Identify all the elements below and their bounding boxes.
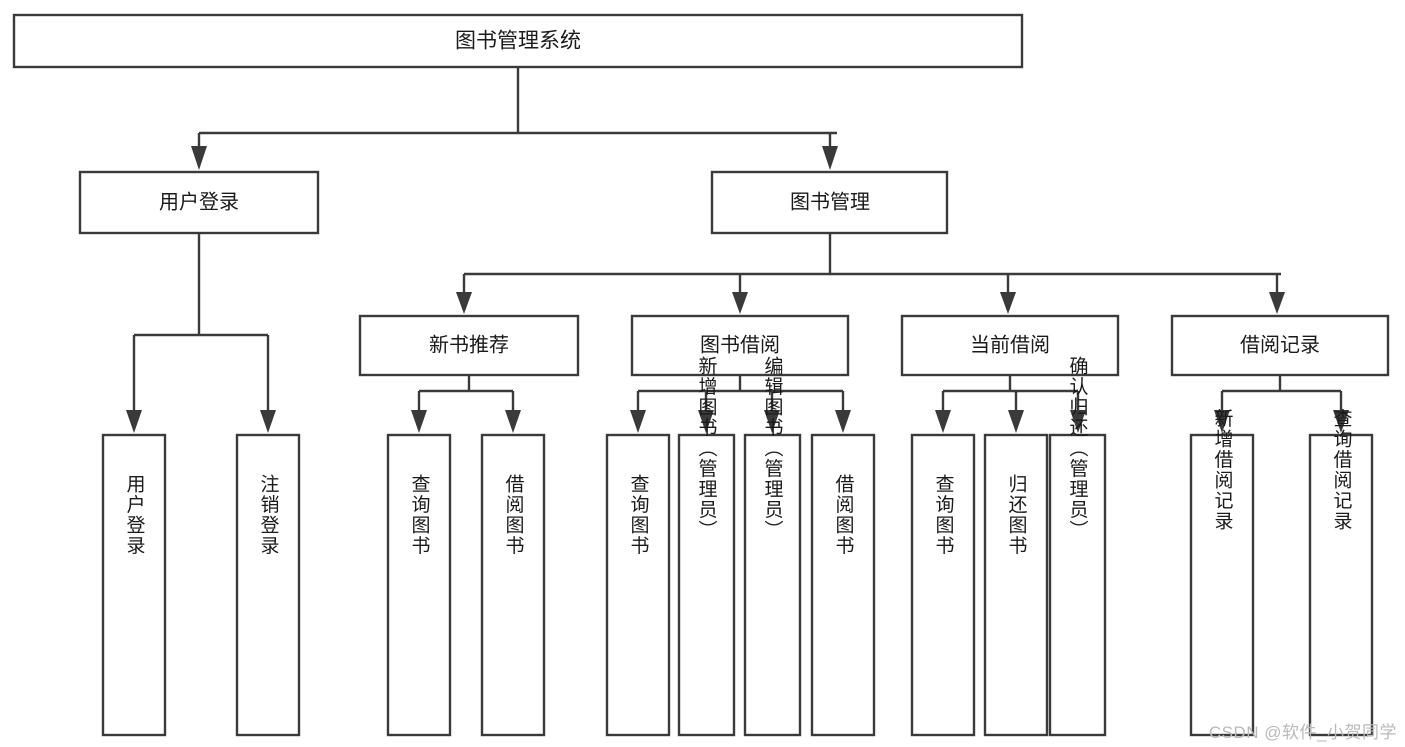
- node-user-login[interactable]: 用户登录: [78, 170, 320, 235]
- leaf-label-bb-borrow-book: 借阅图书: [833, 474, 855, 556]
- leaf-node[interactable]: 查询借阅记录: [1308, 408, 1374, 737]
- leaf-node[interactable]: 新增图书（管理员）: [677, 355, 736, 737]
- leaf-node[interactable]: 确认归还（管理员）: [1048, 355, 1107, 737]
- connector-group-user-login: [126, 233, 276, 433]
- leaf-label-cb-query-book: 查询图书: [933, 474, 955, 556]
- leaf-label-nbr-query-book: 查询图书: [409, 474, 431, 556]
- connector-group-root: [191, 67, 838, 170]
- arrow-head-cb-return: [1008, 410, 1024, 433]
- leaf-label-cb-return-book: 归还图书: [1006, 474, 1028, 556]
- node-root[interactable]: 图书管理系统: [12, 13, 1024, 69]
- leaf-label-nbr-borrow-book: 借阅图书: [503, 474, 525, 556]
- node-root-label: 图书管理系统: [455, 30, 581, 53]
- leaf-node[interactable]: 归还图书: [983, 433, 1049, 737]
- arrow-head-cb-query: [935, 410, 951, 433]
- arrow-head-borrow-record: [1269, 292, 1285, 314]
- arrow-head-nbr-query: [411, 410, 427, 433]
- leaf-box-bb-borrow-book[interactable]: [810, 433, 876, 737]
- node-borrow-record-label: 借阅记录: [1240, 333, 1320, 356]
- arrow-head-br-add: [1214, 410, 1230, 433]
- leaf-box-cb-query-book[interactable]: [910, 433, 976, 737]
- arrow-head-nbr-borrow: [505, 410, 521, 433]
- arrow-head-bb-add: [698, 410, 714, 433]
- leaf-label-user-login: 用户登录: [124, 474, 146, 556]
- connector-group-borrow-record: [1214, 375, 1349, 433]
- leaf-box-nbr-borrow-book[interactable]: [480, 433, 546, 737]
- leaf-label-br-query-record: 查询借阅记录: [1331, 408, 1353, 531]
- arrow-head-bb-query: [630, 410, 646, 433]
- node-book-borrow-box[interactable]: [630, 314, 850, 377]
- leaf-label-bb-add-book: 新增图书（管理员）: [696, 355, 718, 540]
- node-new-book-recommend-box[interactable]: [358, 314, 580, 377]
- arrow-head-leaf-user-login: [126, 410, 142, 433]
- arrow-head-user-login: [191, 146, 207, 170]
- leaf-node[interactable]: 编辑图书（管理员）: [743, 355, 802, 737]
- leaf-label-bb-query-book: 查询图书: [628, 474, 650, 556]
- connector-group-book-borrow: [630, 375, 851, 433]
- leaf-box-user-login[interactable]: [101, 433, 167, 737]
- leaf-node[interactable]: 借阅图书: [480, 433, 546, 737]
- leaf-box-cb-confirm-return[interactable]: [1048, 433, 1107, 737]
- arrow-head-br-query: [1333, 410, 1349, 433]
- leaf-label-logout: 注销登录: [258, 474, 280, 556]
- arrow-head-leaf-logout: [260, 410, 276, 433]
- leaf-node[interactable]: 新增借阅记录: [1189, 408, 1255, 737]
- connector-group-current-borrow: [935, 375, 1086, 433]
- leaf-node[interactable]: 查询图书: [605, 433, 671, 737]
- node-book-management-label: 图书管理: [790, 190, 870, 213]
- arrow-head-cb-confirm: [1070, 410, 1086, 433]
- leaf-box-br-add-record[interactable]: [1189, 433, 1255, 737]
- leaf-box-logout[interactable]: [235, 433, 301, 737]
- connector-group-book-manage: [456, 233, 1285, 314]
- leaf-box-bb-edit-book[interactable]: [743, 433, 802, 737]
- node-user-login-label: 用户登录: [159, 190, 239, 213]
- connector-group-new-book-rec: [411, 375, 521, 433]
- leaf-box-nbr-query-book[interactable]: [386, 433, 452, 737]
- node-book-management-box[interactable]: [710, 170, 949, 235]
- node-user-login-box[interactable]: [78, 170, 320, 235]
- leaf-label-cb-confirm-return: 确认归还（管理员）: [1067, 355, 1089, 540]
- arrow-head-book-manage: [822, 146, 838, 170]
- leaf-node[interactable]: 用户登录: [101, 433, 167, 737]
- leaf-label-bb-edit-book: 编辑图书（管理员）: [762, 355, 784, 540]
- node-new-book-recommend[interactable]: 新书推荐: [358, 314, 580, 377]
- leaf-box-br-query-record[interactable]: [1308, 433, 1374, 737]
- leaf-node[interactable]: 查询图书: [910, 433, 976, 737]
- arrow-head-new-book-rec: [456, 292, 472, 314]
- arrow-head-bb-borrow: [835, 410, 851, 433]
- node-borrow-record[interactable]: 借阅记录: [1170, 314, 1390, 377]
- leaf-node[interactable]: 借阅图书: [810, 433, 876, 737]
- node-current-borrow-box[interactable]: [900, 314, 1120, 377]
- node-current-borrow[interactable]: 当前借阅: [900, 314, 1120, 377]
- node-new-book-recommend-label: 新书推荐: [429, 333, 509, 356]
- leaf-box-bb-add-book[interactable]: [677, 433, 736, 737]
- csdn-watermark: CSDN @软件_小贺同学: [1208, 723, 1397, 742]
- leaf-box-bb-query-book[interactable]: [605, 433, 671, 737]
- arrow-head-book-borrow: [732, 292, 748, 314]
- arrow-head-current-borrow: [1000, 292, 1016, 314]
- node-book-borrow-label: 图书借阅: [700, 333, 780, 356]
- leaf-node[interactable]: 查询图书: [386, 433, 452, 737]
- leaf-label-br-add-record: 新增借阅记录: [1212, 408, 1234, 531]
- node-current-borrow-label: 当前借阅: [970, 333, 1050, 356]
- node-root-box[interactable]: [12, 13, 1024, 69]
- arrow-head-bb-edit: [764, 410, 780, 433]
- node-book-management[interactable]: 图书管理: [710, 170, 949, 235]
- leaf-box-cb-return-book[interactable]: [983, 433, 1049, 737]
- node-borrow-record-box[interactable]: [1170, 314, 1390, 377]
- leaf-node[interactable]: 注销登录: [235, 433, 301, 737]
- node-book-borrow[interactable]: 图书借阅: [630, 314, 850, 377]
